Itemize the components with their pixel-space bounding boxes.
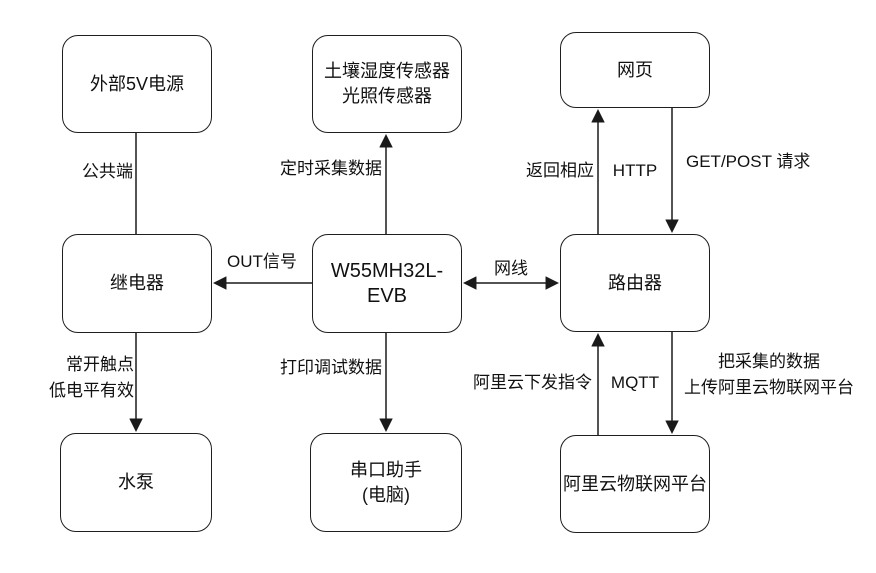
edge-label-timed-collection: 定时采集数据	[280, 159, 382, 178]
edge-label-upload-line2: 上传阿里云物联网平台	[684, 378, 854, 397]
edge-label-print-debug: 打印调试数据	[280, 358, 382, 377]
node-sensors: 土壤湿度传感器 光照传感器	[312, 35, 462, 133]
node-label: 水泵	[118, 472, 154, 492]
node-serial-assistant: 串口助手 (电脑)	[310, 433, 462, 532]
edge-label-common-terminal: 公共端	[82, 162, 133, 181]
node-label-line2: (电脑)	[362, 484, 410, 505]
node-label-line2: 光照传感器	[342, 86, 432, 106]
node-label: 外部5V电源	[89, 73, 185, 94]
node-water-pump: 水泵	[60, 433, 212, 532]
edge-label-network-cable: 网线	[494, 259, 528, 278]
edge-label-get-post-request: GET/POST 请求	[686, 152, 811, 171]
node-label-line1: 土壤湿度传感器	[324, 61, 450, 81]
node-w55mh32l-evb: W55MH32L-EVB	[312, 234, 462, 333]
edge-label-aliyun-command: 阿里云下发指令	[473, 373, 592, 392]
edge-label-upload-line1: 把采集的数据	[718, 352, 820, 371]
node-relay: 继电器	[62, 234, 212, 333]
node-label: 继电器	[110, 273, 164, 293]
node-aliyun-iot-platform: 阿里云物联网平台	[560, 435, 710, 533]
node-external-5v-power: 外部5V电源	[62, 35, 212, 133]
edge-label-return-response: 返回相应	[526, 161, 594, 180]
edge-label-normally-open: 常开触点	[66, 355, 134, 374]
node-webpage: 网页	[560, 32, 710, 108]
edge-label-active-low: 低电平有效	[49, 381, 134, 400]
edge-label-http: HTTP	[612, 161, 658, 180]
node-label-line1: 串口助手	[350, 459, 422, 480]
node-router: 路由器	[560, 234, 710, 332]
node-label: 路由器	[608, 272, 662, 293]
node-label: 网页	[617, 59, 653, 80]
edge-label-upload-data: 把采集的数据 上传阿里云物联网平台	[680, 349, 858, 401]
edge-label-relay-pump: 常开触点 低电平有效	[30, 352, 134, 404]
node-label: W55MH32L-EVB	[330, 259, 444, 307]
node-label: 阿里云物联网平台	[563, 473, 707, 494]
edge-label-mqtt: MQTT	[610, 373, 660, 392]
edge-label-out-signal: OUT信号	[227, 252, 297, 271]
